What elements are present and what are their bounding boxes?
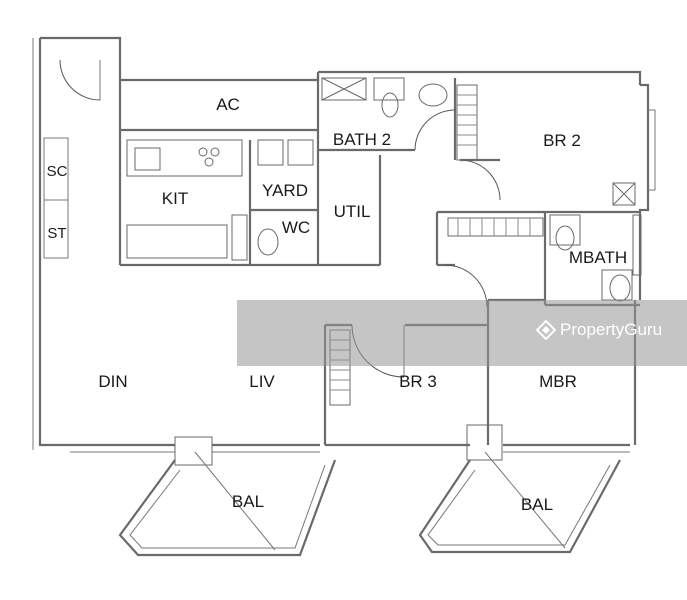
- room-label-wc: WC: [282, 218, 310, 237]
- room-label-br2: BR 2: [543, 131, 581, 150]
- room-label-mbath: MBATH: [569, 248, 627, 267]
- room-label-util: UTIL: [334, 202, 371, 221]
- room-label-bath2: BATH 2: [333, 130, 391, 149]
- room-label-sc: SC: [47, 163, 68, 180]
- room-label-bal-1: BAL: [232, 492, 264, 511]
- watermark-band: [237, 300, 687, 366]
- watermark-text: PropertyGuru: [560, 320, 663, 339]
- propertyguru-logo-icon: [535, 319, 557, 341]
- room-label-kit: KIT: [162, 189, 188, 208]
- room-label-st: ST: [47, 225, 66, 242]
- watermark: PropertyGuru: [535, 319, 663, 341]
- room-label-yard: YARD: [262, 181, 308, 200]
- room-label-bal-2: BAL: [521, 495, 553, 514]
- storage-box: [43, 137, 69, 259]
- room-label-ac: AC: [216, 95, 240, 114]
- room-label-din: DIN: [98, 372, 127, 391]
- balconies: [118, 451, 621, 557]
- fixtures: [126, 77, 642, 466]
- room-label-liv: LIV: [249, 372, 275, 391]
- room-label-mbr: MBR: [539, 372, 577, 391]
- outer-walls: [32, 36, 656, 453]
- room-labels: AC BATH 2 BR 2 SC KIT YARD UTIL WC ST MB…: [47, 95, 628, 514]
- room-label-br3: BR 3: [399, 372, 437, 391]
